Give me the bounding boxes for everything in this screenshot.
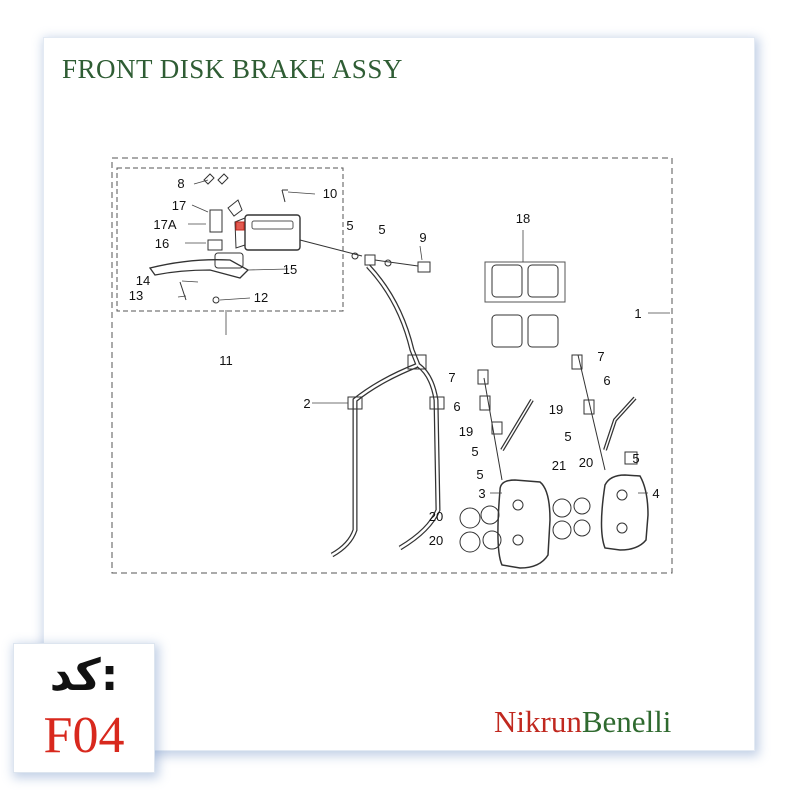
- callout-7b: 7: [597, 349, 604, 364]
- callout-4: 4: [652, 486, 659, 501]
- brake-pad: [491, 264, 523, 298]
- callout-20c: 20: [579, 455, 593, 470]
- callout-16: 16: [155, 236, 169, 251]
- callout-5a: 5: [346, 218, 353, 233]
- left-caliper: [497, 479, 551, 569]
- code-label: کد:: [49, 650, 119, 701]
- callout-20a: 20: [429, 509, 443, 524]
- callout-5b: 5: [378, 222, 385, 237]
- assembly-boundary: [111, 157, 673, 574]
- brake-lever: [148, 259, 250, 279]
- callout-19a: 19: [459, 424, 473, 439]
- frame-card: [44, 38, 754, 750]
- callout-1: 1: [634, 306, 641, 321]
- callout-11: 11: [219, 353, 233, 368]
- callout-12: 12: [254, 290, 268, 305]
- callout-13: 13: [129, 288, 143, 303]
- master-cylinder-boundary: [116, 167, 344, 312]
- switch-part: [209, 209, 223, 233]
- callout-17a: 17A: [153, 217, 176, 232]
- master-cylinder-body: [244, 214, 301, 251]
- callout-10: 10: [323, 186, 337, 201]
- callout-21: 21: [552, 458, 566, 473]
- callout-5e: 5: [564, 429, 571, 444]
- callout-9: 9: [419, 230, 426, 245]
- callout-18: 18: [516, 211, 530, 226]
- brand-part-1: Nikrun: [494, 704, 582, 739]
- brand-logo: NikrunBenelli: [494, 704, 671, 740]
- callout-6a: 6: [453, 399, 460, 414]
- brand-part-2: Benelli: [581, 704, 672, 739]
- callout-5c: 5: [471, 444, 478, 459]
- code-box: کد: F04: [14, 644, 154, 772]
- right-caliper: [600, 474, 649, 551]
- brake-diagram: 8 17 17A 16 14 13 10 5 5 9 15 12 18 1 11…: [111, 157, 673, 574]
- callout-3: 3: [478, 486, 485, 501]
- callout-7a: 7: [448, 370, 455, 385]
- callout-19b: 19: [549, 402, 563, 417]
- callout-2: 2: [303, 396, 310, 411]
- callout-5f: 5: [632, 451, 639, 466]
- code-value: F04: [43, 707, 125, 764]
- callout-14: 14: [136, 273, 150, 288]
- pad-kit-box: [484, 261, 566, 303]
- callout-5d: 5: [476, 467, 483, 482]
- callout-15: 15: [283, 262, 297, 277]
- callout-8: 8: [177, 176, 184, 191]
- page-title: FRONT DISK BRAKE ASSY: [62, 54, 403, 84]
- callout-17: 17: [172, 198, 186, 213]
- callout-20b: 20: [429, 533, 443, 548]
- callout-6b: 6: [603, 373, 610, 388]
